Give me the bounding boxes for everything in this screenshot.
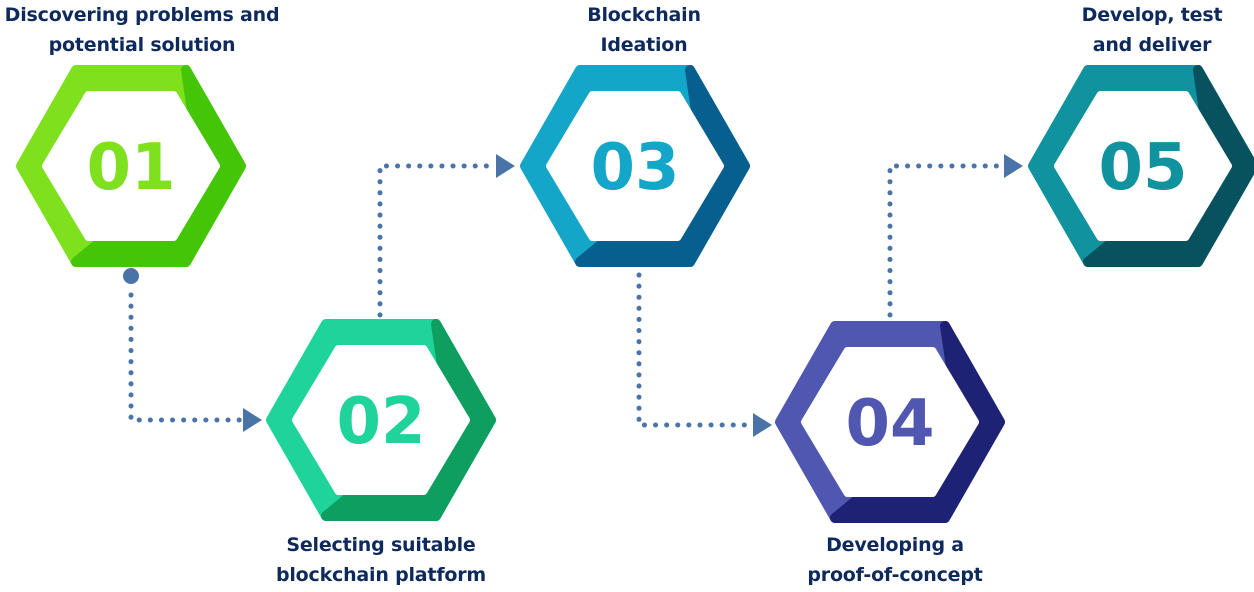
step-4-hexagon: 04 [775, 321, 1005, 523]
connector-03-04 [636, 272, 772, 437]
connector-start-dot [123, 268, 139, 284]
step-04-label-line-1: Developing a [826, 534, 964, 556]
step-05-label-line-1: Develop, test [1081, 4, 1223, 26]
hexagon-inner [42, 91, 220, 241]
arrow-right-icon [1004, 154, 1023, 178]
step-03-label: Blockchain Ideation [474, 0, 814, 60]
step-5-number: 05 [1098, 131, 1187, 205]
dotted-line [636, 272, 751, 428]
step-2-number: 02 [336, 385, 425, 459]
step-03-label-line-1: Blockchain [587, 4, 701, 26]
hexagon-inner [801, 347, 979, 497]
step-03-label-line-2: Ideation [600, 34, 688, 56]
step-04-label-line-2: proof-of-concept [807, 564, 983, 586]
hexagon-inner [546, 91, 724, 241]
arrow-right-icon [243, 408, 262, 432]
step-2-hexagon: 02 [266, 319, 496, 521]
step-01-label-line-2: potential solution [48, 34, 236, 56]
step-3-number: 03 [590, 131, 679, 205]
step-05-label-line-2: and deliver [1092, 34, 1212, 56]
connector-04-05 [887, 154, 1023, 318]
step-01-label: Discovering problems and potential solut… [0, 0, 312, 60]
step-02-label: Selecting suitable blockchain platform [211, 530, 551, 590]
hexagon-inner [292, 345, 470, 495]
step-02-label-line-1: Selecting suitable [286, 534, 476, 556]
step-01-label-line-1: Discovering problems and [4, 4, 280, 26]
dotted-line [887, 163, 1003, 318]
step-04-label: Developing a proof-of-concept [725, 530, 1065, 590]
hexagon-inner [1054, 91, 1232, 241]
arrow-right-icon [496, 154, 515, 178]
dotted-line [377, 163, 493, 318]
step-4-number: 04 [845, 387, 934, 461]
dotted-line [128, 292, 243, 423]
step-05-label: Develop, test and deliver [982, 0, 1254, 60]
arrow-right-icon [753, 413, 772, 437]
step-5-hexagon: 05 [1028, 65, 1254, 267]
step-3-hexagon: 03 [520, 65, 750, 267]
step-1-number: 01 [86, 131, 175, 205]
step-1-hexagon: 01 [16, 65, 246, 267]
connector-02-03 [377, 154, 515, 318]
connector-01-02 [123, 268, 262, 432]
step-02-label-line-2: blockchain platform [275, 564, 487, 586]
